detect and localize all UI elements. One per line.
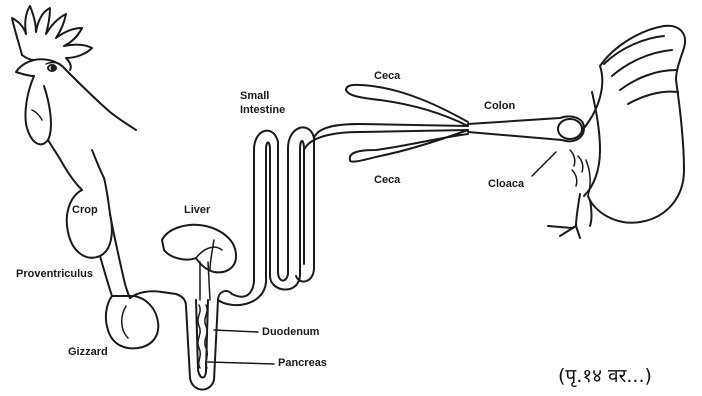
duodenal-loop — [176, 291, 232, 389]
rooster-head — [12, 6, 136, 166]
cloaca-shape — [558, 119, 582, 139]
neck — [48, 140, 64, 166]
ceca-lower — [350, 130, 468, 162]
label-colon: Colon — [484, 100, 515, 113]
pancreas-pointer — [208, 362, 274, 364]
rooster-tail — [570, 26, 685, 223]
beak — [16, 60, 34, 76]
rooster-legs — [548, 194, 592, 238]
cloaca-pointer — [532, 152, 556, 176]
label-pancreas: Pancreas — [278, 357, 327, 370]
label-ceca-top: Ceca — [374, 70, 400, 83]
label-duodenum: Duodenum — [262, 326, 319, 339]
label-gizzard: Gizzard — [68, 346, 108, 359]
head-outline — [22, 55, 136, 130]
colon-shape — [468, 116, 584, 176]
label-proventriculus: Proventriculus — [16, 268, 93, 281]
wattle — [25, 76, 50, 144]
label-cloaca: Cloaca — [488, 178, 524, 191]
label-small-intestine-line2: Intestine — [240, 104, 285, 117]
label-liver: Liver — [184, 204, 210, 217]
gizzard-shape — [106, 291, 176, 348]
label-small-intestine-line1: Small — [240, 90, 269, 103]
page-continuation-note: (पृ.१४ वर...) — [558, 362, 652, 388]
proventriculus-tube — [100, 214, 130, 298]
esophagus — [64, 150, 104, 190]
duodenum-pointer — [214, 330, 258, 332]
ceca-upper — [346, 85, 468, 126]
liver-shape — [162, 225, 236, 300]
crop — [67, 178, 112, 258]
label-ceca-bottom: Ceca — [374, 174, 400, 187]
small-intestine-shape — [218, 124, 468, 305]
label-crop: Crop — [72, 204, 98, 217]
